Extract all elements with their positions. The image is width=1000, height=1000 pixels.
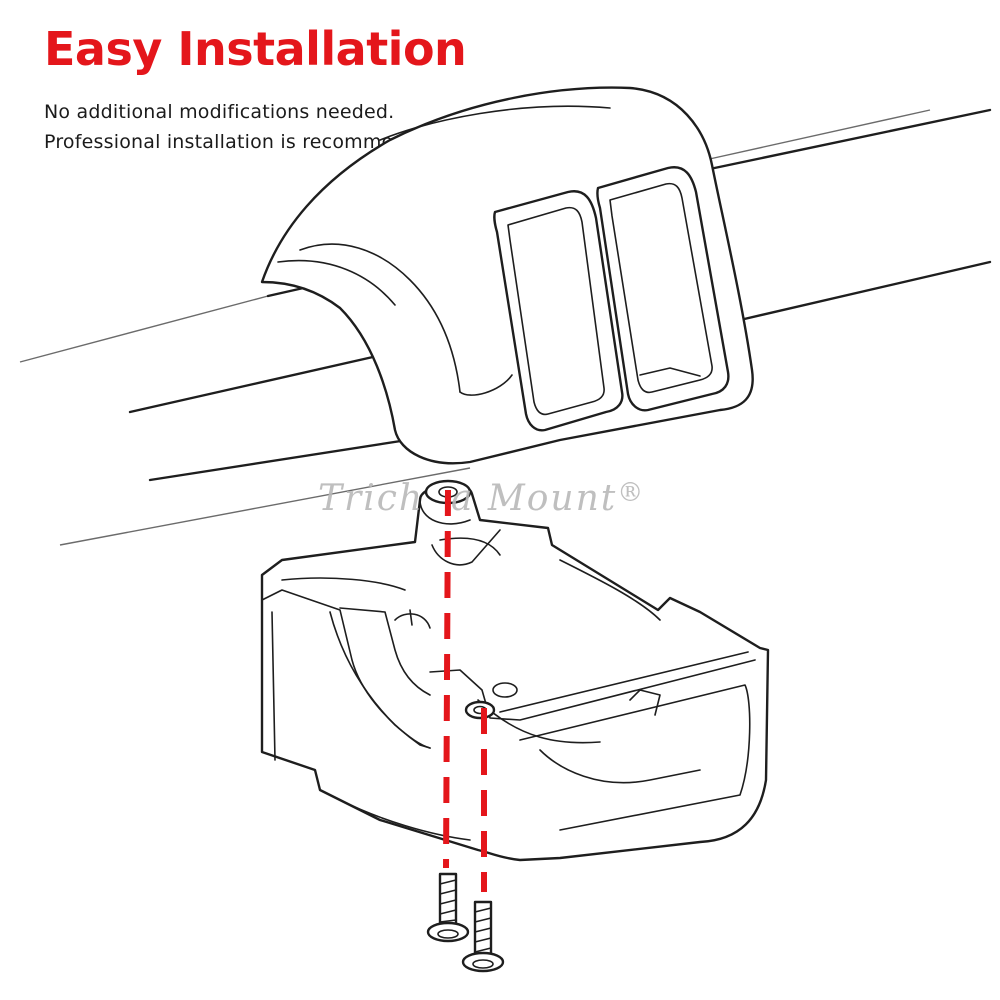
page-title: Easy Installation <box>44 22 467 76</box>
handlebar-tube <box>19 108 992 546</box>
subtitle-line-1: No additional modifications needed. <box>44 101 395 123</box>
upper-switch-housing <box>260 86 754 465</box>
watermark-text: Trich a Mount <box>318 478 618 519</box>
lower-switch-housing <box>260 479 770 862</box>
registered-mark: ® <box>617 478 646 508</box>
watermark: Trich a Mount® <box>318 478 645 519</box>
screw-icon <box>461 900 505 973</box>
subtitle-line-2: Professional installation is recommended… <box>44 131 449 153</box>
screw-icon <box>426 872 470 943</box>
alignment-dashed-line <box>443 489 487 892</box>
